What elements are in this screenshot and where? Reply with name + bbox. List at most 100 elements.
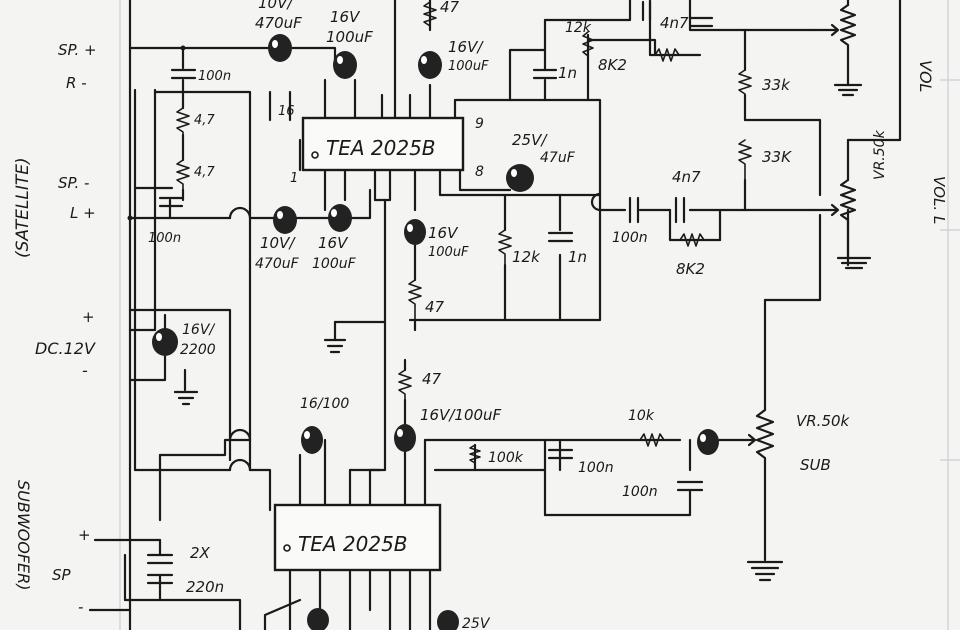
res-100k bbox=[469, 444, 481, 464]
junctions bbox=[127, 45, 602, 472]
potentiometers bbox=[747, 3, 857, 472]
cap-100uf-bottom bbox=[328, 204, 352, 232]
label-cap-10v-bot: 10V/ bbox=[260, 234, 296, 252]
res-12k-mid bbox=[498, 229, 512, 266]
label-res-8k2-mid: 8K2 bbox=[676, 260, 705, 278]
label-vr50k-sub: VR.50k bbox=[796, 412, 851, 430]
label-satellite: (SATELLITE) bbox=[13, 157, 33, 258]
label-sp-plus-top: SP. + bbox=[58, 41, 97, 59]
label-sp-minus: SP. - bbox=[58, 174, 89, 192]
label-top-cap-b2: 100uF bbox=[326, 28, 373, 46]
label-pin9: 9 bbox=[475, 116, 484, 132]
label-pin1: 1 bbox=[290, 171, 298, 186]
res-8k2-top-h bbox=[654, 48, 701, 62]
label-cap-16v-mid2: 100uF bbox=[428, 245, 469, 260]
label-res-47-low: 47 bbox=[422, 370, 442, 388]
ic-bottom: TEA 2025B bbox=[273, 503, 442, 572]
label-dc-12v: DC.12V bbox=[35, 339, 96, 358]
label-cap-100n-mid: 100n bbox=[612, 230, 648, 246]
label-res-10k: 10k bbox=[628, 408, 655, 424]
res-8k2-top bbox=[582, 31, 594, 71]
label-res-4-7-a: 4,7 bbox=[194, 113, 215, 128]
label-cap-16v-bot: 16V bbox=[318, 234, 349, 252]
labels: 10V/ 470uF 16V 100uF 47 16V/ 100uF 12k 1… bbox=[13, 0, 948, 630]
label-cap-16v-top2: 100uF bbox=[448, 59, 489, 74]
label-dc-minus: - bbox=[82, 361, 88, 380]
label-cap-16v-mid: 16V bbox=[428, 224, 459, 242]
label-res-47-mid: 47 bbox=[425, 298, 445, 316]
label-cap-220n: 220n bbox=[186, 578, 224, 596]
vr-sub bbox=[755, 408, 775, 472]
cap-470uf-top bbox=[268, 34, 292, 62]
top-amp-wires bbox=[128, 0, 902, 630]
label-cap-2x: 2X bbox=[190, 544, 211, 562]
label-sp-bot: SP bbox=[52, 566, 72, 584]
label-cap-4n7-top: 4n7 bbox=[660, 14, 689, 32]
cap-16-100-low bbox=[301, 426, 323, 454]
paper-lines bbox=[119, 0, 960, 630]
label-res-100k: 100k bbox=[488, 450, 524, 466]
label-res-4-7-b: 4,7 bbox=[194, 165, 215, 180]
label-res-33k-1: 33k bbox=[762, 76, 791, 94]
label-cap-16-100: 16/100 bbox=[300, 396, 349, 412]
res-10k bbox=[639, 433, 665, 447]
label-res-12k-mid: 12k bbox=[512, 248, 541, 266]
label-vr50k-l: VR.50k bbox=[872, 129, 888, 180]
electrolytic-caps bbox=[152, 34, 719, 630]
label-res-8k2-top: 8K2 bbox=[598, 56, 627, 74]
label-cap-1n-mid: 1n bbox=[568, 248, 587, 266]
label-cap-16v-100uf: 16V/100uF bbox=[420, 406, 502, 424]
ground-vol-l bbox=[836, 233, 872, 270]
ground-sub bbox=[746, 560, 784, 582]
ground-mid bbox=[323, 338, 347, 354]
res-47-low bbox=[398, 369, 412, 401]
ground-vol-r bbox=[833, 78, 863, 97]
label-cap-25v2: 47uF bbox=[540, 150, 576, 166]
label-cap-16v-bot2: 100uF bbox=[312, 256, 357, 272]
label-cap-25v-bot: 25V bbox=[462, 616, 491, 630]
label-top-cap-a: 10V/ bbox=[258, 0, 294, 12]
res-47-top bbox=[423, 1, 437, 27]
res-33k-1 bbox=[738, 69, 752, 95]
cap-100uf-low bbox=[394, 424, 416, 452]
ground-dc bbox=[173, 390, 199, 406]
label-top-cap-b: 16V bbox=[330, 8, 361, 26]
cap-100uf-mid bbox=[404, 219, 426, 245]
label-cap-2200: 16V/ bbox=[182, 322, 215, 338]
label-dc-plus: + bbox=[82, 308, 95, 326]
label-res-12k-top: 12k bbox=[565, 20, 592, 36]
cap-470uf-bottom bbox=[273, 206, 297, 234]
label-pin16: 16 bbox=[278, 104, 295, 119]
cap-47uf bbox=[506, 164, 534, 192]
ic-top: TEA 2025B bbox=[301, 116, 465, 172]
label-cap-22002: 2200 bbox=[180, 342, 216, 358]
label-cap-100n-sat2: 100n bbox=[148, 231, 181, 246]
ground-symbols bbox=[173, 78, 872, 582]
label-vol-r: VOL bbox=[916, 60, 935, 92]
res-33k-2 bbox=[738, 139, 752, 181]
label-cap-4n7-mid: 4n7 bbox=[672, 168, 701, 186]
label-l-plus: L + bbox=[70, 204, 96, 222]
label-sub: SUB bbox=[800, 456, 831, 474]
label-cap-100n-sat: 100n bbox=[198, 69, 231, 84]
ic-top-label: TEA 2025B bbox=[326, 136, 436, 160]
label-pin8: 8 bbox=[475, 164, 484, 180]
ic-top-body bbox=[301, 116, 465, 172]
vr-vol-l bbox=[839, 178, 857, 237]
res-4-7-a bbox=[176, 107, 190, 136]
jack-sub bbox=[697, 429, 719, 455]
label-cap-100n-low2: 100n bbox=[622, 484, 658, 500]
ic-bottom-label: TEA 2025B bbox=[298, 532, 408, 556]
label-subwoofer: SUBWOOFER) bbox=[14, 480, 33, 591]
label-vol-l: VOL. L bbox=[930, 176, 948, 224]
res-4-7-b bbox=[176, 159, 190, 191]
label-cap-100n-low: 100n bbox=[578, 460, 614, 476]
bottom-amp-wires bbox=[88, 213, 822, 630]
res-8k2-mid bbox=[679, 233, 721, 247]
label-sp-plus-bot: + bbox=[78, 526, 91, 544]
label-r-minus: R - bbox=[66, 74, 87, 92]
label-top-cap-a2: 470uF bbox=[255, 14, 302, 32]
label-res-33k-2: 33K bbox=[762, 148, 792, 166]
